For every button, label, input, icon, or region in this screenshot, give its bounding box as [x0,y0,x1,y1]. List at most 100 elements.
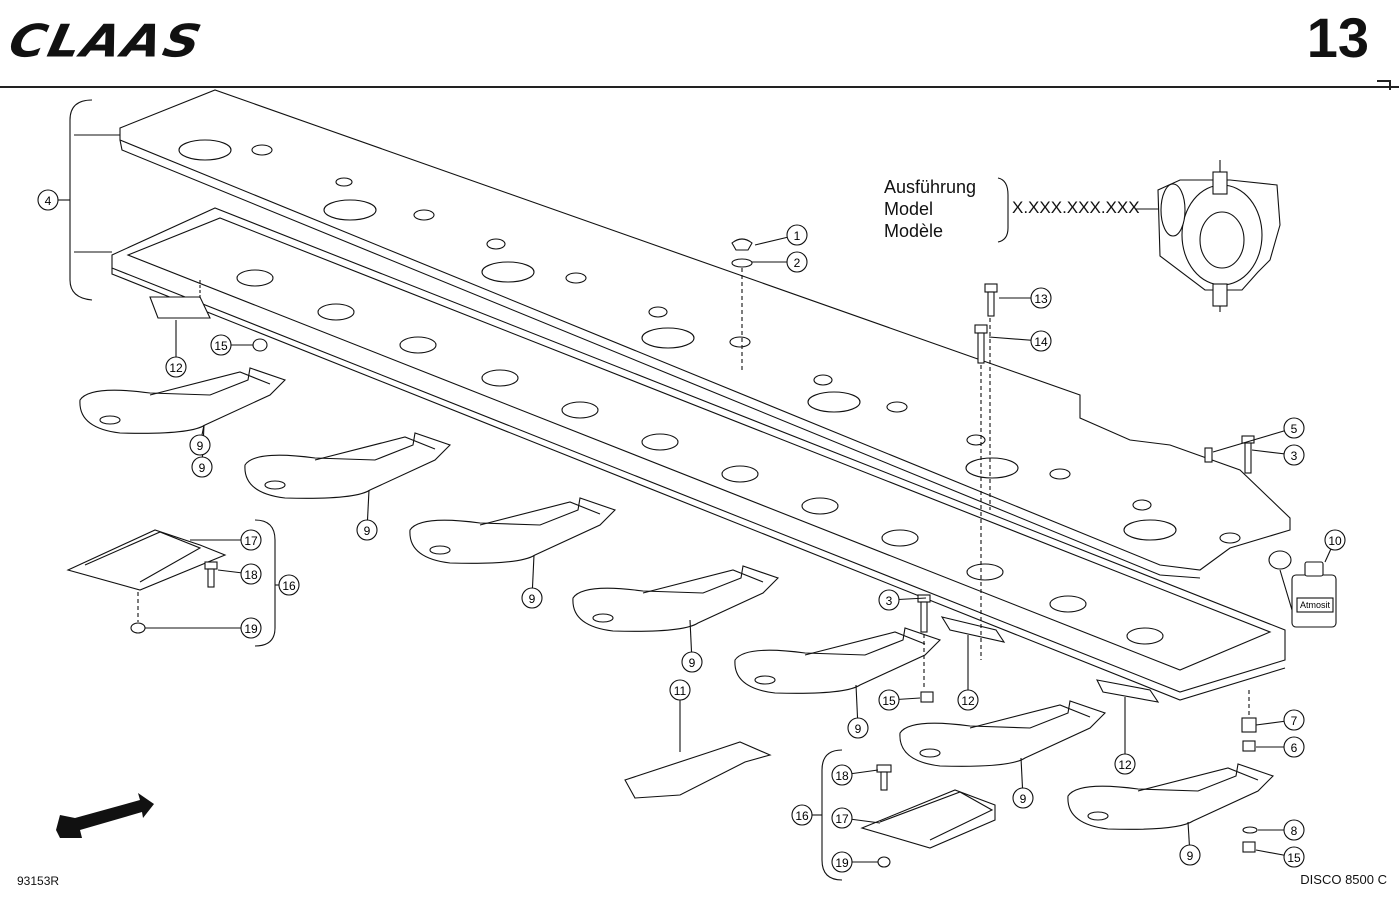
callout-circle-15 [210,334,232,356]
spacer-7 [1241,690,1257,733]
variant-label-fr: Modèle [884,221,944,241]
header-divider [0,86,1399,88]
callout-circle-4 [37,189,59,211]
callout-circle-17 [831,807,853,829]
callout-number-17: 17 [835,812,849,826]
callout-circle-9 [1179,844,1201,866]
callout-number-16: 16 [795,809,809,823]
callout-circle-19 [831,851,853,873]
guard-assembly-16-left [66,519,282,647]
callout-number-11: 11 [674,684,687,698]
callout-circle-7 [1283,709,1305,731]
callout-circle-12 [957,689,979,711]
callout-circle-12 [1114,753,1136,775]
callout-circle-2 [786,251,808,273]
callout-circle-15 [878,689,900,711]
callout-circle-9 [189,434,211,456]
bracket-4 [69,99,93,301]
callout-circle-16 [278,574,300,596]
nut-15-center [920,691,934,703]
callout-circle-1 [786,224,808,246]
callout-number-8: 8 [1291,824,1298,838]
callout-number-14: 14 [1034,335,1048,349]
callout-circle-5 [1283,417,1305,439]
nut-15-top [252,338,268,352]
callout-number-18: 18 [835,769,849,783]
callout-layer: 1233456789999999910111212121314151515161… [37,189,1346,873]
callout-number-2: 2 [794,256,801,270]
variant-code: X.XXX.XXX.XXX [1012,198,1140,217]
callout-circle-9 [356,519,378,541]
callout-circle-9 [847,717,869,739]
callout-number-16: 16 [282,579,296,593]
id-plate-illustration [997,160,1281,312]
skid-9-2 [244,432,452,499]
skid-9-6 [899,700,1107,767]
drawing-number: 93153R [17,874,60,888]
variant-label-de: Ausführung [884,177,977,197]
callout-number-1: 1 [794,229,801,243]
skid-9-3 [409,497,617,564]
callout-circle-11 [669,679,691,701]
callout-number-9: 9 [1187,849,1194,863]
skid-9-7 [1067,763,1275,830]
bottle-label: Atmosit [1300,600,1331,610]
callout-circle-9 [191,456,213,478]
callout-circle-8 [1283,819,1305,841]
skid-9-4 [572,565,780,632]
callout-circle-19 [240,617,262,639]
atmosit-bottle-10: Atmosit [1268,550,1337,628]
bolt-13 [984,283,998,510]
corner-crop-mark [1377,80,1391,90]
callout-circle-12 [165,356,187,378]
callout-number-18: 18 [244,568,258,582]
callout-number-3: 3 [1291,449,1298,463]
callout-number-15: 15 [882,694,896,708]
callout-number-13: 13 [1034,292,1048,306]
skid-9-1 [79,367,287,434]
callout-number-9: 9 [529,592,536,606]
callout-number-9: 9 [199,461,206,475]
callout-circle-9 [521,587,543,609]
callout-circle-16 [791,804,813,826]
callout-number-15: 15 [214,339,228,353]
callout-circle-9 [681,651,703,673]
strip-12-b [940,616,1006,690]
variant-label-en: Model [884,199,934,219]
callout-circle-3 [1283,444,1305,466]
lower-plate [111,207,1286,701]
guard-assembly-16-right [815,749,996,881]
callout-number-6: 6 [1291,741,1298,755]
callout-number-12: 12 [961,694,975,708]
callout-number-3: 3 [886,594,893,608]
callout-circle-18 [240,563,262,585]
callout-number-12: 12 [169,361,183,375]
nut-15-bottom [1242,841,1256,853]
callout-number-19: 19 [835,856,849,870]
nut-6 [1242,740,1256,752]
washer-8 [1242,826,1258,834]
callout-number-19: 19 [244,622,258,636]
skid-9-5 [734,627,942,694]
callout-number-9: 9 [197,439,204,453]
strip-12-c [1096,679,1160,752]
callout-circle-10 [1324,529,1346,551]
callout-number-17: 17 [244,534,258,548]
callout-circle-15 [1283,846,1305,868]
cap-1 [731,238,753,370]
callout-number-9: 9 [364,524,371,538]
variant-legend: Ausführung Model Modèle [884,176,976,242]
callout-number-4: 4 [45,194,52,208]
strip-12-a [149,280,211,355]
callout-number-9: 9 [1020,792,1027,806]
machine-model: DISCO 8500 C [1300,872,1387,887]
page-number: 13 [1306,6,1369,69]
skid-11 [624,700,772,799]
bolt-14 [974,324,988,660]
callout-circle-6 [1283,736,1305,758]
disc-bearing-holes [236,269,1164,645]
callout-number-12: 12 [1118,758,1132,772]
callout-circle-18 [831,764,853,786]
